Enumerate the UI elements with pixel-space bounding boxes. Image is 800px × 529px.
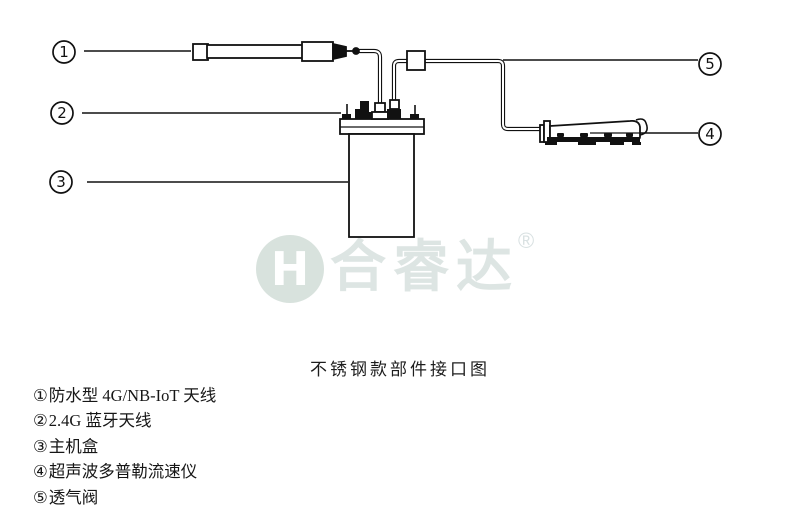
brand-watermark: H 合睿达 ® [254,228,554,308]
antenna-body [206,44,304,59]
main-box-drawing [339,99,425,238]
legend-marker-1: ① [33,386,48,405]
bluetooth-antenna-pin [342,104,351,119]
legend-item-5: ⑤透气阀 [33,485,216,510]
brand-logo-letter: H [270,242,310,296]
legend-item-4: ④超声波多普勒流速仪 [33,459,216,484]
antenna-bead [352,47,360,55]
cable-antenna-to-box [357,48,383,104]
vent-valve-drawing [406,50,426,71]
figure-caption: 不锈钢款部件接口图 [310,360,490,379]
legend-label-2: 2.4G 蓝牙天线 [48,411,152,431]
lid-pin-right [410,105,419,119]
lid-fitting-left [355,101,373,119]
legend-marker-3: ③ [33,436,48,456]
brand-logo-icon: H [256,235,324,303]
antenna-end-cap [192,43,209,61]
flow-meter-drawing [539,118,648,145]
lid-gland-valve [387,99,401,119]
legend-marker-4: ④ [33,462,48,482]
svg-text:2: 2 [57,104,67,122]
svg-text:4: 4 [705,125,715,143]
flow-meter-base [545,133,641,145]
antenna-sleeve [301,41,334,62]
callout-2: 2 [50,101,74,125]
callout-3: 3 [49,170,73,194]
flow-meter-tail [635,118,648,136]
legend-item-2: ②2.4G 蓝牙天线 [33,408,216,433]
legend-item-1: ①防水型 4G/NB-IoT 天线 [33,383,216,408]
svg-text:1: 1 [59,43,69,61]
legend-label-5: 透气阀 [48,487,99,507]
legend-marker-2: ② [33,411,48,431]
registered-trademark-icon: ® [518,228,535,253]
cable-valve-to-flowmeter [424,58,546,132]
box-body [348,133,415,238]
legend-label-1: 防水型 4G/NB-IoT 天线 [48,386,217,405]
svg-text:5: 5 [705,55,715,73]
cable-box-to-vent-valve [391,58,410,101]
lid-gland-antenna [371,102,389,120]
callout-1: 1 [52,40,76,64]
legend-label-4: 超声波多普勒流速仪 [48,462,198,482]
legend-label-3: 主机盒 [48,436,99,456]
callout-5: 5 [698,52,722,76]
legend-marker-5: ⑤ [33,487,48,507]
brand-name-text: 合睿达 [330,235,519,300]
waterproof-antenna-drawing [192,41,360,62]
legend-list: ①防水型 4G/NB-IoT 天线 ②2.4G 蓝牙天线 ③主机盒 ④超声波多普… [33,383,216,510]
legend-item-3: ③主机盒 [33,434,216,459]
callout-4: 4 [698,122,722,146]
svg-text:3: 3 [56,173,66,191]
antenna-connector [332,42,347,61]
